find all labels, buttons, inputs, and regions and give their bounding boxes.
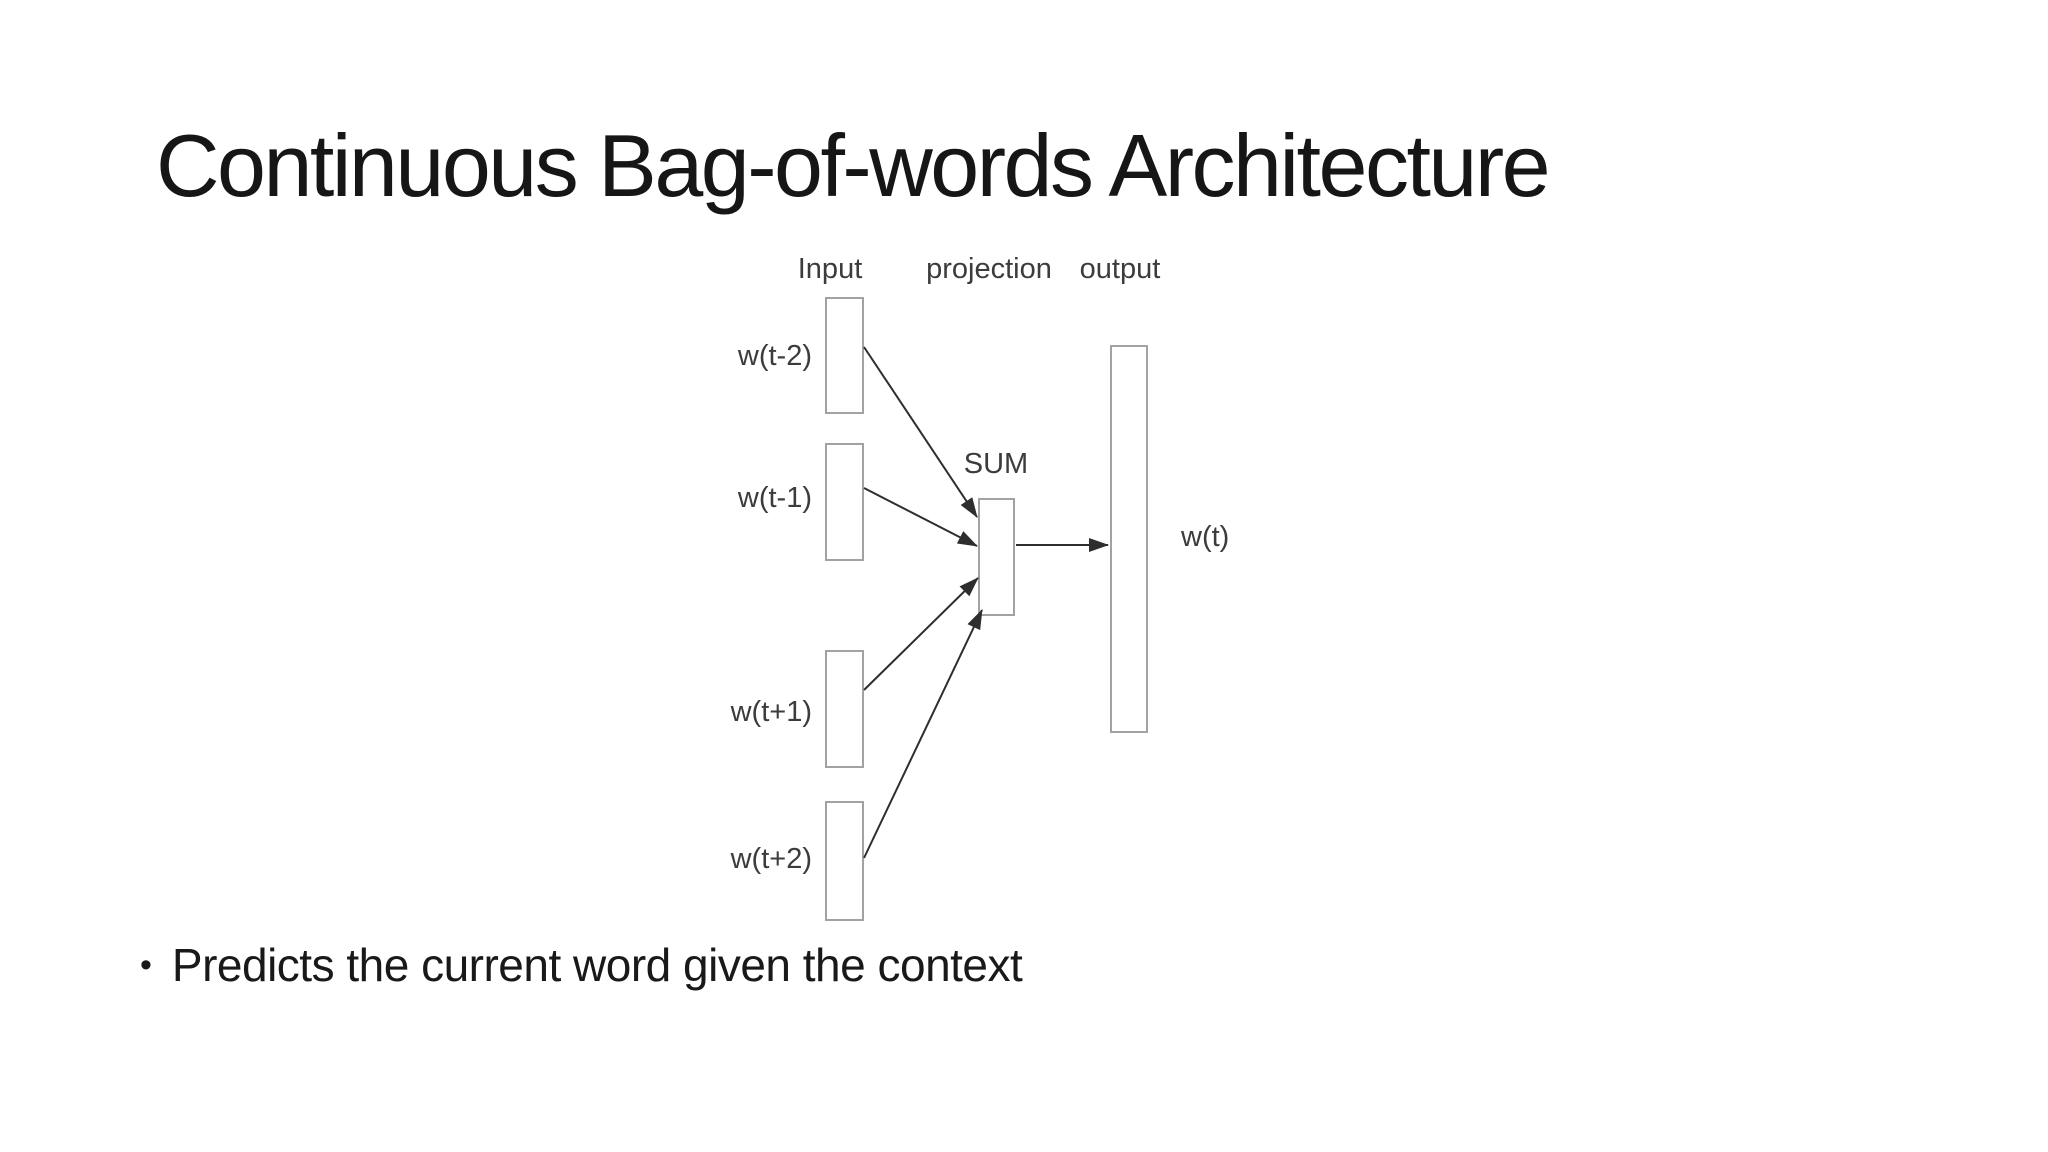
projection-sum-box — [978, 498, 1015, 616]
input-node-label-wt-minus-1: w(t-1) — [737, 482, 812, 514]
bullet-text: Predicts the current word given the cont… — [171, 939, 1023, 991]
arrow-wt-minus-1-to-sum — [863, 487, 978, 547]
input-node-box-wt-minus-1 — [825, 443, 864, 561]
column-label-input: Input — [797, 253, 863, 285]
output-node-box — [1110, 345, 1148, 733]
column-label-projection: projection — [926, 253, 1052, 285]
arrow-wt-plus-1-to-sum — [863, 577, 979, 691]
input-node-box-wt-plus-2 — [825, 801, 864, 921]
input-node-box-wt-minus-2 — [825, 297, 864, 414]
column-label-output: output — [1079, 253, 1161, 285]
input-node-label-wt-plus-2: w(t+2) — [730, 843, 812, 875]
arrow-wt-plus-2-to-sum — [863, 609, 983, 859]
page-title: Continuous Bag-of-words Architecture — [156, 116, 1551, 215]
sum-label: SUM — [963, 448, 1029, 480]
input-node-box-wt-plus-1 — [825, 650, 864, 768]
bullet-marker: • — [140, 945, 152, 984]
arrow-wt-minus-2-to-sum — [863, 346, 978, 518]
input-node-label-wt-minus-2: w(t-2) — [737, 340, 812, 372]
input-node-label-wt-plus-1: w(t+1) — [730, 696, 812, 728]
output-word-label: w(t) — [1181, 521, 1230, 553]
bullet-line: • Predicts the current word given the co… — [140, 938, 1023, 992]
